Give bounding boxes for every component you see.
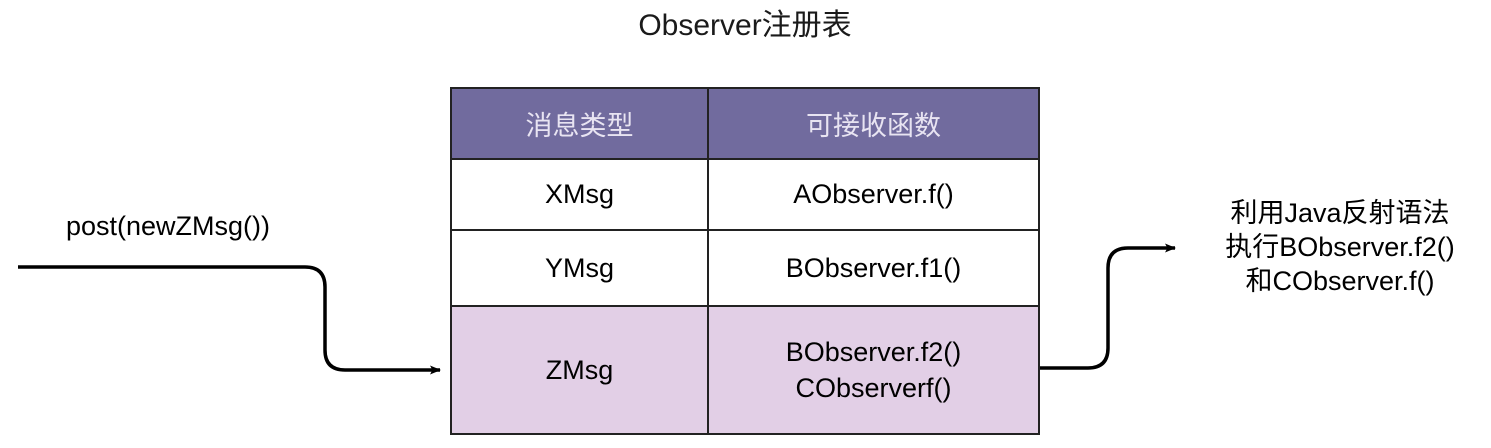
reflection-dispatch-line: 和CObserver.f()	[1245, 266, 1435, 296]
cell-message-type: YMsg	[450, 229, 709, 307]
cell-receiver-function: AObserver.f()	[707, 158, 1040, 231]
receiver-function-line: CObserverf()	[795, 373, 952, 403]
cell-receiver-function: BObserver.f1()	[707, 229, 1040, 307]
table-row: XMsg AObserver.f()	[450, 158, 1040, 231]
cell-receiver-function: BObserver.f2() CObserverf()	[707, 305, 1040, 435]
observer-registry-table: 消息类型 可接收函数 XMsg AObserver.f() YMsg BObse…	[450, 87, 1040, 435]
post-message-arrow	[18, 265, 441, 375]
reflection-dispatch-arrow	[1038, 243, 1176, 370]
post-message-label: post(newZMsg())	[65, 211, 271, 241]
reflection-dispatch-label: 利用Java反射语法 执行BObserver.f2() 和CObserver.f…	[1196, 196, 1484, 298]
reflection-dispatch-line: 执行BObserver.f2()	[1225, 232, 1455, 262]
column-header-message-type: 消息类型	[450, 87, 709, 160]
table-header-row: 消息类型 可接收函数	[450, 87, 1040, 160]
table-row-highlighted: ZMsg BObserver.f2() CObserverf()	[450, 305, 1040, 435]
reflection-dispatch-line: 利用Java反射语法	[1230, 198, 1450, 228]
receiver-function-line: BObserver.f2()	[785, 337, 962, 367]
page-title: Observer注册表	[638, 9, 852, 42]
cell-message-type: ZMsg	[450, 305, 709, 435]
column-header-receiver-function: 可接收函数	[707, 87, 1040, 160]
table-row: YMsg BObserver.f1()	[450, 229, 1040, 307]
cell-message-type: XMsg	[450, 158, 709, 231]
